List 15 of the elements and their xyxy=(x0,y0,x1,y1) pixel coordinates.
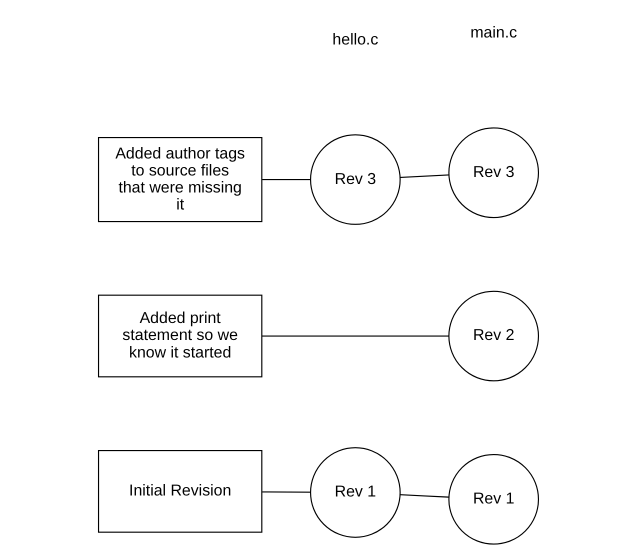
node-circle: Rev 2 xyxy=(448,290,540,382)
node-circle: Rev 1 xyxy=(310,447,401,538)
node-box: Added author tags to source files that were missing it xyxy=(98,137,262,222)
label: hello.c xyxy=(332,31,378,48)
node-circle: Rev 3 xyxy=(310,134,401,225)
connector xyxy=(262,335,449,337)
connector xyxy=(400,494,449,498)
node-circle: Rev 3 xyxy=(448,127,540,218)
connector xyxy=(262,491,310,493)
node-box: Added print statement so we know it started xyxy=(98,294,262,378)
node-box: Initial Revision xyxy=(98,450,262,533)
label: main.c xyxy=(470,24,518,42)
node-circle: Rev 1 xyxy=(448,454,540,545)
connector xyxy=(262,179,310,180)
connector xyxy=(400,174,449,178)
